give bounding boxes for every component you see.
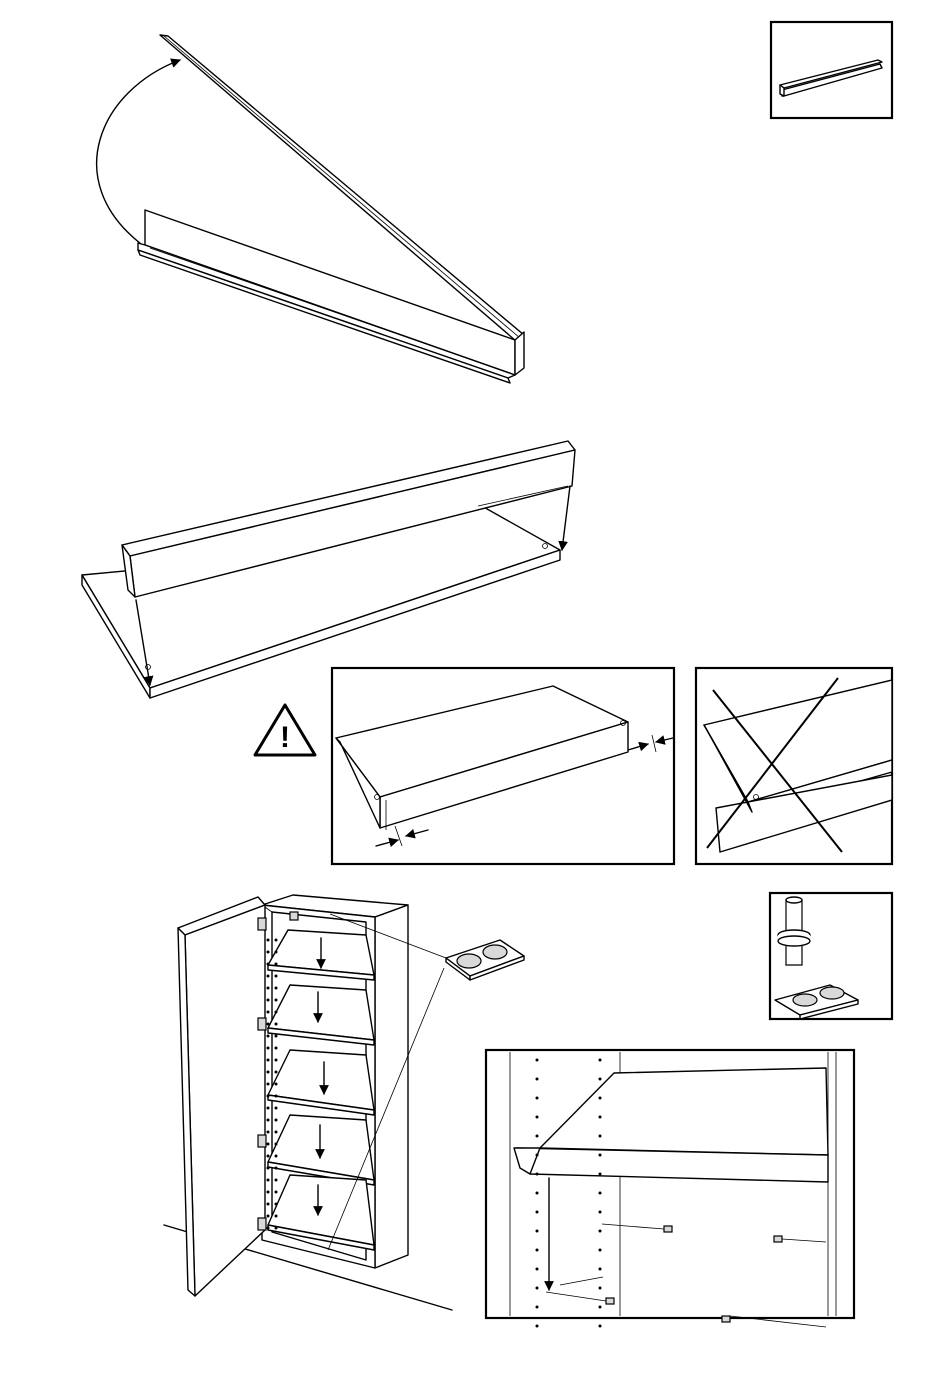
shelf-pin-hole	[275, 1083, 278, 1086]
shelf-pin-hole	[275, 1107, 278, 1110]
shelf-pin-hole	[275, 1179, 278, 1182]
detail-correct-fit	[332, 668, 674, 864]
shelf-pin-hole	[275, 1059, 278, 1062]
shelf-pin-hole	[267, 999, 270, 1002]
shelf-pin-hole	[599, 1230, 602, 1233]
shelf-pin-hole	[275, 1035, 278, 1038]
shelf-pin-hole	[599, 1154, 602, 1157]
shelf-pin-hole	[267, 1047, 270, 1050]
warning-symbol: !	[280, 721, 290, 754]
shelf-pin-hole	[536, 1325, 539, 1328]
shelf-pin-hole	[599, 1268, 602, 1271]
shelf-pin-hole	[267, 1083, 270, 1086]
shelf-pin-hole	[275, 1227, 278, 1230]
shelf-pin-hole	[267, 1191, 270, 1194]
shelf-pin-hole	[267, 1167, 270, 1170]
shelf-pin-hole	[599, 1135, 602, 1138]
shelf-pin-hole	[275, 1047, 278, 1050]
shelf-pin-hole	[536, 1230, 539, 1233]
shelf-pin-hole	[275, 1095, 278, 1098]
shelf-pin-hole	[536, 1116, 539, 1119]
shelf-pin-hole	[275, 1131, 278, 1134]
shelf-pin-hole	[599, 1249, 602, 1252]
shelf-pin-hole	[275, 987, 278, 990]
shelf-pin-hole	[275, 951, 278, 954]
shelf-pin-hole	[267, 987, 270, 990]
rotate-arrow	[97, 60, 180, 244]
shelf-pin-hole	[599, 1059, 602, 1062]
shelf-pin-hole	[267, 1179, 270, 1182]
shelf-pin-hole	[275, 1155, 278, 1158]
warning-icon: !	[255, 705, 315, 755]
shelf-pin-hole	[536, 1268, 539, 1271]
shelf-support-pads	[446, 940, 524, 980]
shelf-pin-hole	[267, 1119, 270, 1122]
shelf-pin-hole	[267, 1095, 270, 1098]
shelf-pin-hole	[275, 1203, 278, 1206]
shelf-pin-hole	[536, 1249, 539, 1252]
shelf-pin-hole	[275, 1191, 278, 1194]
arrow-down-right	[562, 486, 570, 550]
part-thumbnail-shelf-pin	[770, 893, 892, 1019]
shelf-pin-hole	[599, 1306, 602, 1309]
shelf-pin-hole	[536, 1059, 539, 1062]
shelf-pin-hole	[267, 1155, 270, 1158]
shelf-pin-hole	[599, 1078, 602, 1081]
shelf-pin-hole	[536, 1154, 539, 1157]
part-thumbnail-shelf-edge	[771, 22, 892, 118]
shelf-pin-hole	[267, 1071, 270, 1074]
shelf-pin-hole	[599, 1287, 602, 1290]
shelf-pin-hole	[267, 1143, 270, 1146]
shelf-pin-hole	[267, 1215, 270, 1218]
shelf-pin-hole	[536, 1306, 539, 1309]
shelf-pin-hole	[267, 1059, 270, 1062]
shelf-pin-hole	[275, 999, 278, 1002]
shelf-pin-hole	[536, 1211, 539, 1214]
shelf-pin-hole	[275, 939, 278, 942]
shelf-pin-hole	[267, 1107, 270, 1110]
shelf-pin-hole	[275, 1119, 278, 1122]
shelf-pin-hole	[536, 1287, 539, 1290]
shelf-pin-hole	[536, 1097, 539, 1100]
shelf-pin-hole	[275, 975, 278, 978]
shelf-pin-hole	[267, 951, 270, 954]
shelf-pin-hole	[599, 1192, 602, 1195]
shelf-pin-hole	[599, 1173, 602, 1176]
shelf-pin-hole	[536, 1173, 539, 1176]
shelf-pin-hole	[267, 963, 270, 966]
shelf-pin-hole	[275, 1071, 278, 1074]
shelf-pin-hole	[599, 1097, 602, 1100]
shelf-pin-hole	[267, 1131, 270, 1134]
shelf-pin-hole	[536, 1135, 539, 1138]
shelf-pin-hole	[275, 1167, 278, 1170]
shelf-pin-hole	[267, 1023, 270, 1026]
step-attach-edge	[82, 441, 575, 698]
shelf-pin-hole	[267, 939, 270, 942]
shelf-pin-hole	[267, 1203, 270, 1206]
shelf-pin-hole	[536, 1078, 539, 1081]
shelf-pin-hole	[275, 1011, 278, 1014]
shelf-pin-hole	[267, 1035, 270, 1038]
step-fold-shelf-edge	[97, 35, 524, 383]
detail-incorrect-fit	[696, 668, 892, 864]
shelf-pin-hole	[536, 1192, 539, 1195]
shelf-pin-hole	[267, 975, 270, 978]
shelf-pin-hole	[267, 1011, 270, 1014]
shelf-pin-hole	[599, 1211, 602, 1214]
step-insert-shelves	[164, 895, 524, 1310]
shelf-pin-hole	[599, 1116, 602, 1119]
shelf-pin-hole	[275, 1215, 278, 1218]
shelf-pin-hole	[599, 1325, 602, 1328]
detail-pin-insertion	[486, 1050, 854, 1328]
shelf-pin-hole	[267, 1227, 270, 1230]
shelf-pin-hole	[275, 1143, 278, 1146]
shelf-pin-hole	[275, 963, 278, 966]
shelf-pin-hole	[275, 1023, 278, 1026]
